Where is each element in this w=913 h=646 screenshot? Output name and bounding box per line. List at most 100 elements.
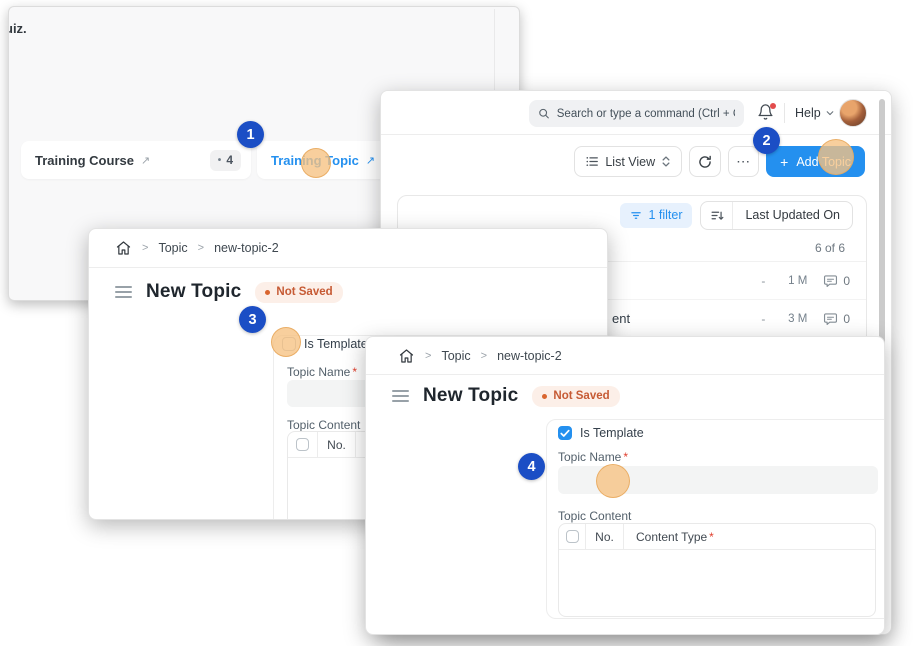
required-asterisk: *	[623, 450, 629, 464]
status-badge: Not Saved	[532, 385, 620, 407]
sort-icon	[711, 211, 724, 220]
step-badge-2: 2	[753, 127, 780, 154]
filter-label: 1 filter	[648, 208, 683, 222]
row-assignee: -	[761, 273, 766, 288]
step-badge-1: 1	[237, 121, 264, 148]
breadcrumb-separator: >	[480, 349, 488, 362]
comment-count: 0	[843, 273, 850, 288]
sidebar-toggle-icon[interactable]	[392, 390, 409, 402]
page-header: New Topic Not Saved	[115, 281, 343, 303]
chevron-down-icon	[826, 111, 834, 116]
is-template-label: Is Template	[580, 426, 644, 440]
breadcrumb-topic[interactable]: Topic	[158, 241, 188, 255]
select-all-cell	[559, 524, 586, 549]
required-asterisk: *	[352, 365, 358, 379]
status-dot-icon	[542, 393, 548, 399]
shortcut-label: Training Course	[35, 152, 134, 168]
ellipsis-icon: ⋯	[736, 153, 752, 169]
required-asterisk: *	[709, 529, 714, 544]
click-highlight-3	[271, 327, 301, 357]
breadcrumb-separator: >	[425, 349, 432, 362]
click-highlight-2	[818, 139, 854, 175]
breadcrumb: > Topic > new-topic-2	[366, 337, 884, 375]
global-search[interactable]	[529, 100, 744, 127]
more-options-button[interactable]: ⋯	[728, 146, 760, 177]
no-header: No.	[586, 524, 624, 549]
page-header: New Topic Not Saved	[392, 385, 620, 407]
status-label: Not Saved	[276, 286, 333, 298]
refresh-button[interactable]	[689, 146, 722, 177]
home-icon[interactable]	[398, 348, 415, 364]
topic-content-label: Topic Content	[558, 509, 632, 523]
truncated-text: uiz.	[9, 21, 27, 36]
checkmark-icon	[560, 429, 570, 437]
step-badge-4: 4	[518, 453, 545, 480]
row-title: ent	[612, 311, 631, 326]
bell-icon	[758, 104, 773, 120]
click-highlight-4	[596, 464, 630, 498]
topic-name-label: Topic Name*	[287, 365, 358, 379]
row-meta: - 3 M 0	[761, 300, 850, 337]
select-all-cell	[288, 432, 318, 457]
table-header: No. Content Type*	[559, 524, 875, 550]
help-label: Help	[795, 106, 821, 120]
search-icon	[539, 108, 549, 119]
content-type-header: Content Type*	[636, 529, 714, 544]
comment-icon	[824, 274, 838, 287]
help-menu[interactable]: Help	[795, 103, 835, 123]
comment-count: 0	[843, 311, 850, 326]
shortcut-count: 4	[226, 153, 233, 167]
page-title: New Topic	[146, 281, 242, 302]
shortcut-count-badge: • 4	[209, 149, 241, 171]
is-template-checkbox[interactable]	[558, 426, 572, 440]
new-topic-form-window-front: > Topic > new-topic-2 New Topic Not Save…	[365, 336, 885, 635]
breadcrumb-doc[interactable]: new-topic-2	[214, 241, 279, 255]
top-navbar: Help	[381, 91, 891, 135]
shortcut-training-course[interactable]: Training Course ↗ • 4	[21, 141, 251, 179]
external-link-icon: ↗	[365, 154, 376, 167]
filter-icon	[631, 211, 642, 219]
sort-control: Last Updated On	[700, 200, 853, 230]
external-link-icon: ↗	[140, 154, 151, 167]
row-updated: 1 M	[788, 274, 808, 287]
topic-name-label: Topic Name*	[558, 450, 629, 464]
refresh-icon	[699, 155, 712, 168]
status-dot-icon	[265, 289, 271, 295]
row-comments: 0	[823, 312, 850, 326]
row-updated: 3 M	[788, 312, 808, 325]
select-chevrons-icon	[662, 156, 670, 167]
sort-field-button[interactable]: Last Updated On	[745, 208, 840, 222]
breadcrumb-separator: >	[197, 242, 205, 254]
view-switcher-button[interactable]: List View	[574, 146, 683, 177]
step-badge-3: 3	[239, 306, 266, 333]
topic-content-table: No. Content Type*	[558, 523, 876, 617]
filter-row: 1 filter Last Updated On	[398, 196, 866, 234]
list-row[interactable]: - 1 M 0	[398, 262, 866, 300]
result-count: 6 of 6	[398, 234, 866, 262]
user-avatar[interactable]	[839, 99, 867, 127]
status-badge: Not Saved	[255, 281, 343, 303]
click-highlight-1	[301, 148, 331, 178]
select-all-checkbox[interactable]	[296, 438, 309, 451]
sidebar-toggle-icon[interactable]	[115, 286, 132, 298]
home-icon[interactable]	[115, 240, 132, 256]
breadcrumb-separator: >	[142, 242, 149, 254]
row-assignee: -	[761, 311, 766, 326]
notification-dot	[770, 103, 776, 109]
notifications-button[interactable]	[757, 103, 777, 123]
topic-content-label: Topic Content	[287, 418, 361, 432]
list-view-icon	[586, 157, 599, 166]
breadcrumb-topic[interactable]: Topic	[441, 348, 471, 363]
search-input[interactable]	[556, 107, 735, 120]
plus-icon: +	[780, 153, 789, 170]
breadcrumb: > Topic > new-topic-2	[89, 229, 607, 268]
filter-button[interactable]: 1 filter	[620, 202, 693, 228]
sort-direction-button[interactable]	[701, 201, 734, 229]
comment-icon	[824, 312, 838, 325]
select-all-checkbox[interactable]	[565, 530, 579, 543]
is-template-label: Is Template	[304, 337, 368, 351]
breadcrumb-doc[interactable]: new-topic-2	[497, 348, 562, 363]
no-header: No.	[318, 432, 356, 457]
navbar-divider	[784, 103, 785, 123]
